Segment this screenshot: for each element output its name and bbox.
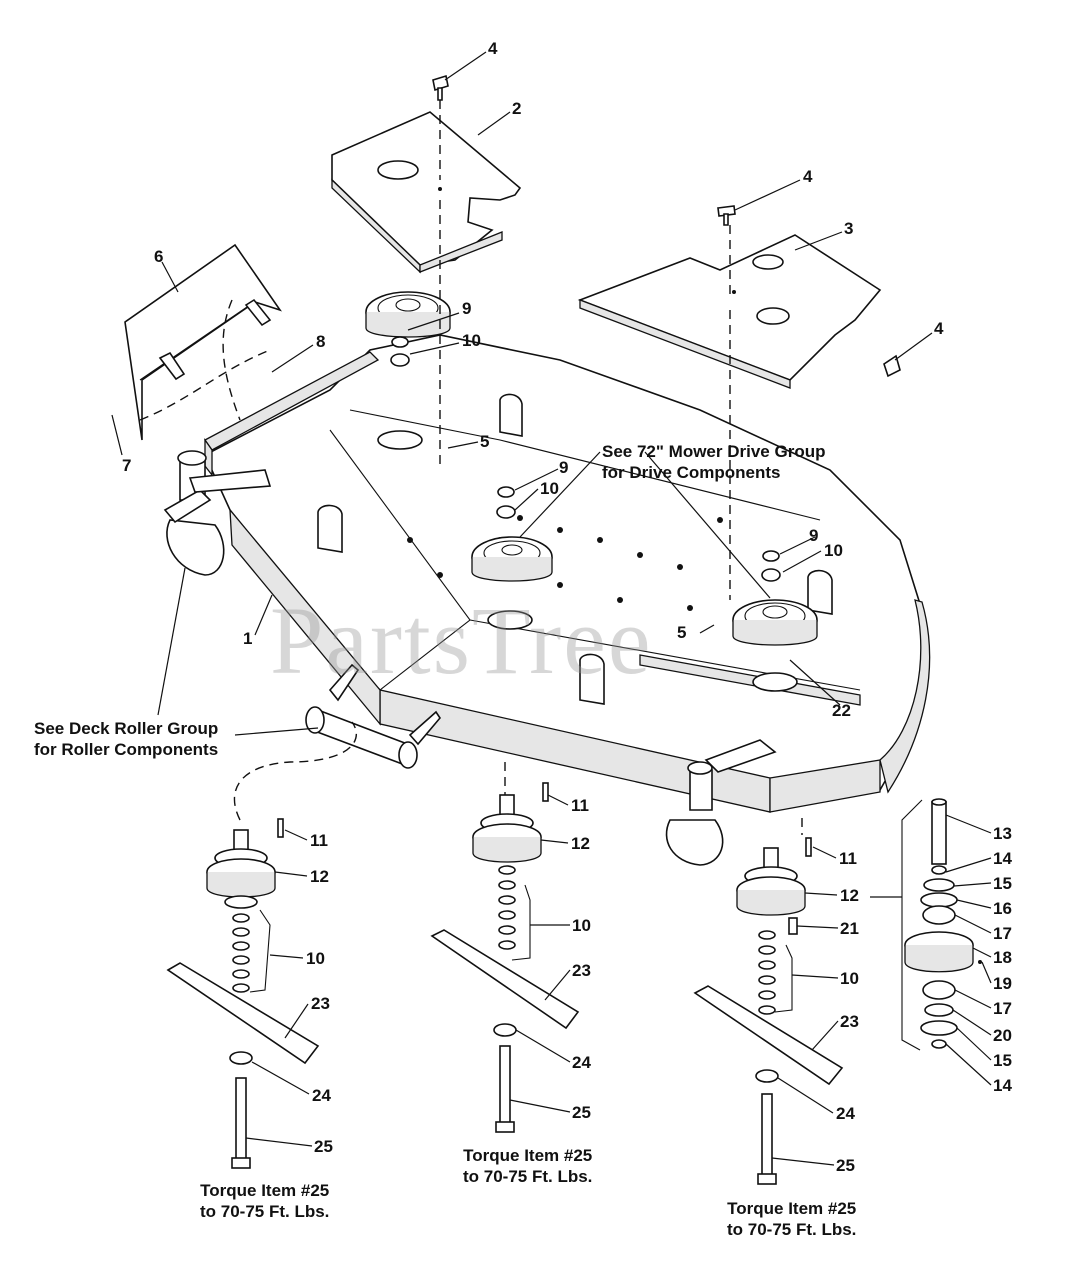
callout-7: 7 xyxy=(122,456,132,475)
callout-6: 6 xyxy=(154,247,164,266)
callout-10-center: 10 xyxy=(540,479,559,498)
callout-12-left: 12 xyxy=(310,867,329,886)
pulley-left xyxy=(365,291,451,367)
note-drive-group: See 72" Mower Drive Group for Drive Comp… xyxy=(602,441,825,483)
spindle-exploded-detail xyxy=(870,798,982,1051)
belt-cover-right xyxy=(577,234,882,389)
callout-20: 20 xyxy=(993,1026,1012,1045)
callout-23-right: 23 xyxy=(840,1012,859,1031)
note-torque-left-line1: Torque Item #25 xyxy=(200,1181,330,1200)
callout-10-center-stack: 10 xyxy=(572,916,591,935)
callout-23-center: 23 xyxy=(572,961,591,980)
callout-24-left: 24 xyxy=(312,1086,331,1105)
callout-13: 13 xyxy=(993,824,1012,843)
discharge-deflector xyxy=(124,243,282,441)
callout-9-right: 9 xyxy=(809,526,819,545)
spindle-assembly-left xyxy=(166,818,320,1169)
callout-11-left: 11 xyxy=(310,831,328,850)
note-drive-line2: for Drive Components xyxy=(602,463,781,482)
callout-10-left-stack: 10 xyxy=(306,949,325,968)
callout-10-right: 10 xyxy=(824,541,843,560)
callout-10-right-stack: 10 xyxy=(840,969,859,988)
callout-11-right: 11 xyxy=(839,849,857,868)
callout-17-bottom: 17 xyxy=(993,999,1012,1018)
callout-16: 16 xyxy=(993,899,1012,918)
callout-4-top: 4 xyxy=(488,39,498,58)
belt-cover-left xyxy=(331,111,522,274)
note-torque-center: Torque Item #25 to 70-75 Ft. Lbs. xyxy=(463,1145,592,1187)
caster-left xyxy=(163,450,272,576)
spindle-assembly-right xyxy=(693,837,844,1185)
callout-19: 19 xyxy=(993,974,1012,993)
callout-12-right: 12 xyxy=(840,886,859,905)
callout-17-top: 17 xyxy=(993,924,1012,943)
callout-4-right: 4 xyxy=(803,167,813,186)
callout-2: 2 xyxy=(512,99,522,118)
callout-14-bottom: 14 xyxy=(993,1076,1012,1095)
note-torque-right-line1: Torque Item #25 xyxy=(727,1199,857,1218)
callout-22: 22 xyxy=(832,701,851,720)
note-drive-line1: See 72" Mower Drive Group xyxy=(602,442,826,461)
callout-24-right: 24 xyxy=(836,1104,855,1123)
note-roller-line2: for Roller Components xyxy=(34,740,219,759)
knob-hardware xyxy=(432,74,901,378)
note-torque-center-line1: Torque Item #25 xyxy=(463,1146,593,1165)
deck-roller xyxy=(305,663,441,769)
callout-14-top: 14 xyxy=(993,849,1012,868)
callout-15-bottom: 15 xyxy=(993,1051,1012,1070)
callout-21: 21 xyxy=(840,919,859,938)
callout-24-center: 24 xyxy=(572,1053,591,1072)
callout-8: 8 xyxy=(316,332,326,351)
pulley-right xyxy=(732,550,818,646)
pulley-center xyxy=(471,486,553,582)
callout-15-top: 15 xyxy=(993,874,1012,893)
callout-9-center: 9 xyxy=(559,458,569,477)
callout-9-left: 9 xyxy=(462,299,472,318)
caster-right xyxy=(665,739,777,866)
note-torque-left-line2: to 70-75 Ft. Lbs. xyxy=(200,1202,330,1221)
callout-1: 1 xyxy=(243,629,253,648)
note-torque-right-line2: to 70-75 Ft. Lbs. xyxy=(727,1220,857,1239)
callout-5-right: 5 xyxy=(677,623,687,642)
callout-18: 18 xyxy=(993,948,1012,967)
note-torque-left: Torque Item #25 to 70-75 Ft. Lbs. xyxy=(200,1180,329,1222)
callout-10-left: 10 xyxy=(462,331,481,350)
callout-25-center: 25 xyxy=(572,1103,591,1122)
callout-25-right: 25 xyxy=(836,1156,855,1175)
leader-lines xyxy=(111,51,992,1166)
callout-23-left: 23 xyxy=(311,994,330,1013)
watermark: PartsTree xyxy=(270,587,653,694)
note-roller-group: See Deck Roller Group for Roller Compone… xyxy=(34,718,218,760)
mower-deck xyxy=(203,334,931,813)
callout-4-far-right: 4 xyxy=(934,319,944,338)
callout-12-center: 12 xyxy=(571,834,590,853)
callout-25-left: 25 xyxy=(314,1137,333,1156)
callout-3: 3 xyxy=(844,219,854,238)
note-torque-right: Torque Item #25 to 70-75 Ft. Lbs. xyxy=(727,1198,856,1240)
callout-5-left: 5 xyxy=(480,432,490,451)
spindle-assembly-center xyxy=(430,782,580,1133)
callout-11-center: 11 xyxy=(571,796,589,815)
note-roller-line1: See Deck Roller Group xyxy=(34,719,219,738)
note-torque-center-line2: to 70-75 Ft. Lbs. xyxy=(463,1167,593,1186)
